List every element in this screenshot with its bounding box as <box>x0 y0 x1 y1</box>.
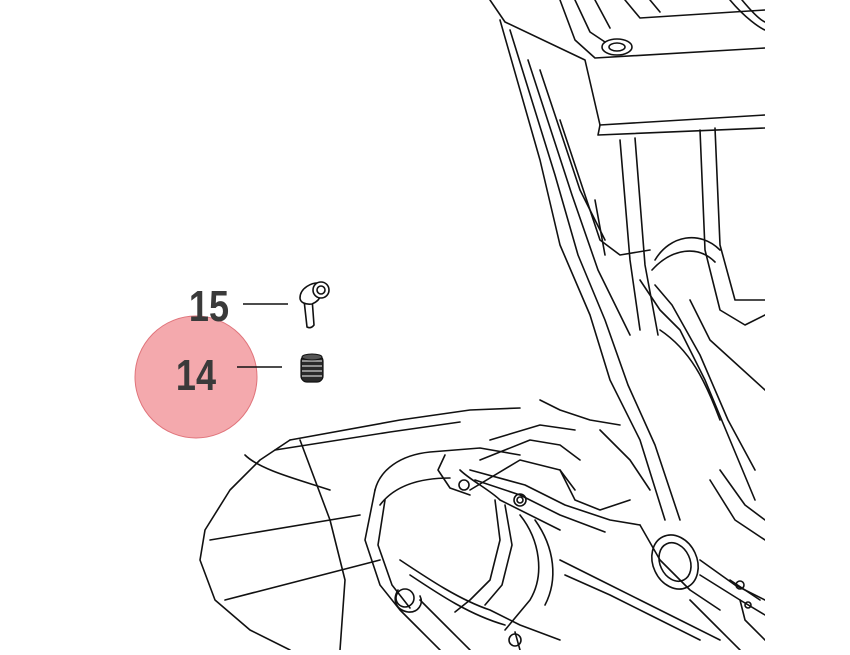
callout-14-label[interactable]: 14 <box>176 351 217 400</box>
machine-body-drawing <box>199 0 765 650</box>
lower-mechanism <box>364 399 765 650</box>
part-14-threaded-plug[interactable] <box>300 353 324 383</box>
callout-14-highlight[interactable] <box>134 315 258 439</box>
support-column <box>499 19 765 521</box>
part-15-elbow-fitting[interactable] <box>299 281 330 329</box>
base-plate <box>199 407 521 650</box>
callout-15-label[interactable]: 15 <box>189 282 229 331</box>
top-housing <box>489 0 765 136</box>
